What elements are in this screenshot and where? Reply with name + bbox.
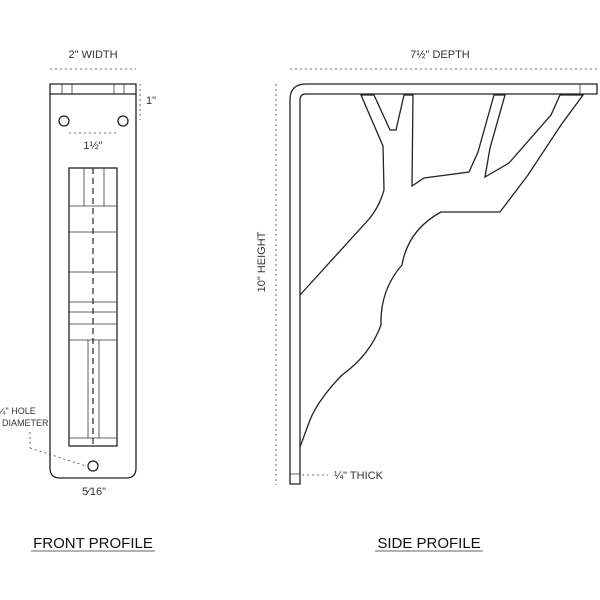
- thickness-label: ¼" THICK: [334, 470, 384, 482]
- height-label: 10" HEIGHT: [256, 231, 268, 292]
- bottom-hole: [87, 460, 99, 472]
- front-profile-title: FRONT PROFILE: [33, 535, 153, 552]
- tree-branch-silhouette: [299, 94, 585, 448]
- depth-label: 7½" DEPTH: [410, 49, 470, 61]
- bracket-frame: [289, 83, 598, 485]
- front-profile-view: 2" WIDTH 1" 1½" ¼: [0, 49, 156, 552]
- top-height-label: 1": [146, 95, 156, 107]
- mounting-hole-left: [58, 115, 70, 127]
- bottom-thickness-label: 5⁄16": [82, 486, 106, 498]
- hole-note-line-2: DIAMETER: [2, 418, 49, 428]
- front-outline: [49, 83, 137, 479]
- mounting-hole-right: [117, 115, 129, 127]
- side-profile-title: SIDE PROFILE: [377, 535, 480, 552]
- side-profile-view: 7½" DEPTH 10" HEIGHT ¼" THICK SIDE PROFI…: [256, 49, 598, 552]
- width-label: 2" WIDTH: [68, 49, 117, 61]
- hole-leader-line: [29, 447, 87, 467]
- hole-spacing-label: 1½": [83, 140, 102, 152]
- hole-note-line-1: ¼" HOLE: [0, 406, 36, 416]
